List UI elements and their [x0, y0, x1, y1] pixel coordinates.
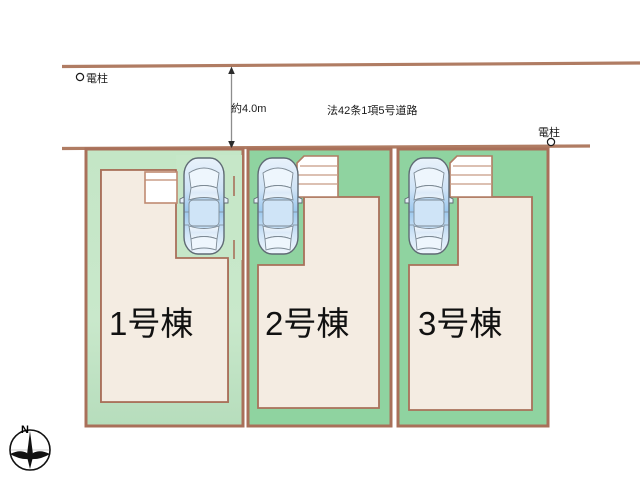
- lot-3-car: [404, 157, 454, 255]
- lot-3-label: 3号棟: [418, 305, 503, 342]
- lot-2-building-footprint: [257, 196, 380, 409]
- road-width-dimension: [228, 66, 235, 149]
- utility-pole-left-marker: [75, 72, 85, 82]
- lot-2-label: 2号棟: [265, 305, 350, 342]
- lot-2-car: [253, 157, 303, 255]
- lot-1[interactable]: [84, 147, 245, 428]
- road-type-label: 法42条1項5号道路: [327, 105, 418, 117]
- lot-3-building-footprint: [408, 196, 533, 411]
- utility-pole-left-label: 電柱: [86, 73, 108, 85]
- lot-1-label: 1号棟: [109, 305, 194, 342]
- road-upper-boundary-line: [61, 61, 640, 69]
- lot-1-entrance-porch: [144, 171, 178, 204]
- compass-north-label: N: [21, 424, 29, 436]
- lot-3-entrance-steps: [449, 155, 493, 198]
- road-width-label: 約4.0m: [231, 103, 267, 115]
- lot-2-entrance-steps: [296, 155, 339, 198]
- utility-pole-right-label: 電柱: [538, 127, 560, 139]
- lot-1-car: [179, 157, 229, 255]
- compass-rose: [9, 429, 51, 471]
- lot-3[interactable]: [396, 147, 550, 428]
- utility-pole-right-marker: [546, 137, 556, 147]
- lot-2[interactable]: [246, 147, 393, 428]
